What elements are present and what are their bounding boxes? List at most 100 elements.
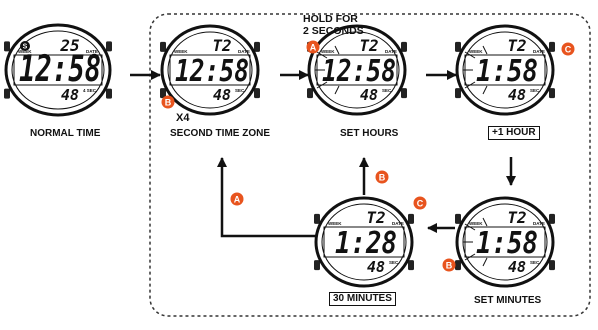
watch-display-band bbox=[169, 54, 251, 86]
watch-top-value: T2 bbox=[212, 36, 231, 55]
watch-bezel bbox=[4, 23, 112, 117]
badge-letter: B bbox=[379, 172, 386, 182]
watch-side-button bbox=[549, 260, 555, 271]
watch-date-label: DATE bbox=[533, 221, 545, 226]
flash-indicator-ray bbox=[482, 45, 488, 55]
badge-letter: A bbox=[310, 42, 317, 52]
watch-time-digits: 1:58 bbox=[476, 54, 538, 89]
watch-seconds: 48 bbox=[367, 258, 385, 276]
watch-inner-ring bbox=[11, 30, 105, 110]
watch-date-label: DATE bbox=[385, 49, 397, 54]
flow-arrows bbox=[130, 70, 516, 238]
watch-side-button bbox=[254, 41, 260, 52]
watch-top-value: 25 bbox=[59, 36, 79, 55]
flash-indicator-ray bbox=[334, 85, 340, 95]
watch-sec-label: 4 SEC. bbox=[83, 88, 97, 93]
watch-side-button bbox=[4, 41, 10, 52]
caption-plus-one-hour: +1 HOUR bbox=[488, 126, 540, 140]
watch-top-value: T2 bbox=[359, 36, 378, 55]
badge-letter: A bbox=[234, 194, 241, 204]
watch-side-button bbox=[401, 88, 407, 99]
button-badge-a: A bbox=[306, 40, 320, 54]
badge-circle bbox=[230, 192, 244, 206]
caption-set-hours: SET HOURS bbox=[340, 128, 399, 139]
arrow-thirty-to-zone bbox=[217, 157, 320, 238]
badge-circle bbox=[413, 196, 427, 210]
button-badge-c: C bbox=[561, 42, 575, 56]
badge-letter: C bbox=[565, 44, 572, 54]
watch-week-label: WEEK bbox=[174, 49, 188, 54]
flash-indicator-ray bbox=[482, 85, 488, 95]
mode-icon bbox=[20, 41, 30, 51]
watch-side-button bbox=[455, 213, 461, 224]
watch-side-button bbox=[549, 88, 555, 99]
watch-sec-label: SEC. bbox=[389, 260, 400, 265]
badge-letter: B bbox=[446, 260, 453, 270]
watch-side-button bbox=[106, 88, 112, 99]
badge-circle bbox=[561, 42, 575, 56]
flash-indicator-ray bbox=[464, 223, 476, 231]
watch-side-button bbox=[549, 213, 555, 224]
watch-date-label: DATE bbox=[86, 49, 98, 54]
caption-normal-time: NORMAL TIME bbox=[30, 128, 101, 139]
watch-side-button bbox=[160, 41, 166, 52]
watch-side-button bbox=[106, 41, 112, 52]
watch-side-button bbox=[4, 88, 10, 99]
hold-for-2-seconds-label: HOLD FOR 2 SECONDS bbox=[303, 13, 364, 37]
watch-seconds: 48 bbox=[61, 86, 79, 104]
watch-date-label: DATE bbox=[533, 49, 545, 54]
watch-bezel bbox=[314, 196, 414, 288]
flash-indicator-ray bbox=[482, 257, 488, 267]
watch-seconds: 48 bbox=[508, 258, 526, 276]
watch-week-label: WEEK bbox=[328, 221, 342, 226]
watch-bezel bbox=[455, 196, 555, 288]
button-badge-b: B bbox=[161, 95, 175, 109]
flash-indicator-ray bbox=[316, 81, 328, 89]
watch-side-button bbox=[314, 260, 320, 271]
caption-second-time-zone: SECOND TIME ZONE bbox=[170, 128, 271, 139]
watch-seconds: 48 bbox=[213, 86, 231, 104]
flash-indicator-ray bbox=[482, 217, 488, 227]
watch-bezel bbox=[455, 24, 555, 116]
setting-mode-boundary bbox=[149, 13, 591, 317]
watch-display-band bbox=[323, 226, 405, 258]
watch-sec-label: SEC. bbox=[235, 88, 246, 93]
mode-icon-letter: S bbox=[23, 44, 28, 51]
badge-letter: B bbox=[165, 97, 172, 107]
watch-seconds: 48 bbox=[508, 86, 526, 104]
watch-side-button bbox=[314, 213, 320, 224]
watch-week-label: WEEK bbox=[321, 49, 335, 54]
badge-circle bbox=[306, 40, 320, 54]
x4-label: X4 bbox=[176, 112, 190, 124]
watch-week-label: WEEK bbox=[469, 221, 483, 226]
watch-time-digits: 12:58 bbox=[19, 49, 101, 90]
button-badge-a: A bbox=[230, 192, 244, 206]
flash-indicator-ray bbox=[464, 81, 476, 89]
watch-top-value: T2 bbox=[507, 208, 526, 227]
caption-thirty-minutes: 30 MINUTES bbox=[329, 292, 396, 306]
watch-side-button bbox=[455, 41, 461, 52]
watch-side-button bbox=[455, 88, 461, 99]
watch-side-button bbox=[307, 88, 313, 99]
watch-bezel bbox=[307, 24, 407, 116]
watch-inner-ring bbox=[167, 31, 253, 109]
flash-indicator-ray bbox=[464, 253, 476, 261]
watch-display-band bbox=[13, 54, 103, 86]
watch-sec-label: SEC. bbox=[382, 88, 393, 93]
watch-date-label: DATE bbox=[392, 221, 404, 226]
watch-time-digits: 12:58 bbox=[322, 54, 396, 89]
watch-week-label: WEEK bbox=[469, 49, 483, 54]
caption-set-minutes: SET MINUTES bbox=[474, 295, 542, 306]
watch-date-label: DATE bbox=[238, 49, 250, 54]
badge-circle bbox=[442, 258, 456, 272]
watch-time-digits: 12:58 bbox=[175, 54, 249, 89]
watch-week-label: WEEK bbox=[18, 49, 32, 54]
watch-time-digits: 1:58 bbox=[476, 226, 538, 261]
watch-top-value: T2 bbox=[366, 208, 385, 227]
